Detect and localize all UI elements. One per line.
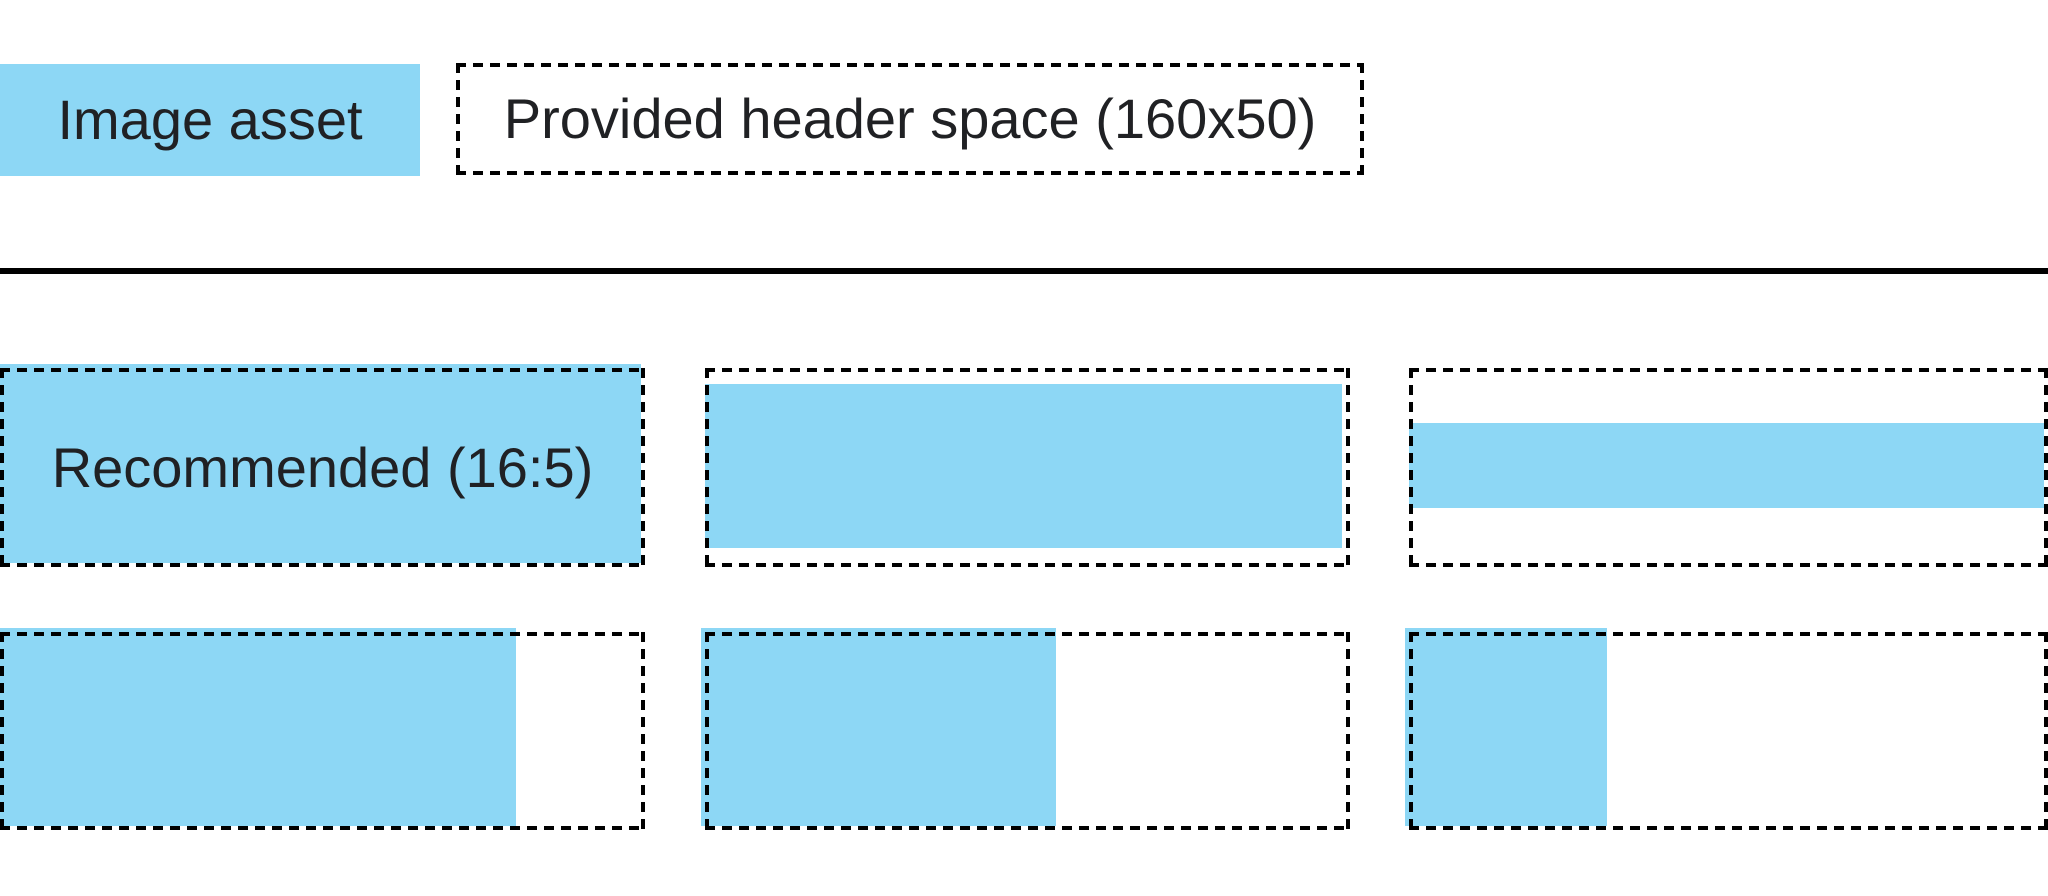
example-box-ultrawide-asset <box>1409 368 2048 567</box>
image-asset-fill <box>705 384 1342 548</box>
provided-header-space-label: Provided header space (160x50) <box>503 87 1317 150</box>
image-asset-fill <box>0 364 641 563</box>
example-box-tall-asset-2 <box>701 628 1350 830</box>
provided-header-space-box: Provided header space (160x50) <box>456 63 1364 175</box>
example-box-tall-asset-3 <box>1405 628 2048 830</box>
image-asset-fill <box>701 628 1056 826</box>
image-asset-label: Image asset <box>57 88 363 151</box>
example-box-wide-asset <box>705 368 1350 567</box>
example-box-recommended: Recommended (16:5) <box>0 364 645 567</box>
example-box-tall-asset-1 <box>0 628 645 830</box>
recommended-label: Recommended (16:5) <box>51 435 594 499</box>
image-asset-legend-swatch: Image asset <box>0 64 420 176</box>
image-asset-fill <box>1405 628 1607 826</box>
image-asset-fill <box>0 628 516 826</box>
image-asset-fill <box>1409 423 2044 508</box>
section-divider <box>0 268 2048 274</box>
